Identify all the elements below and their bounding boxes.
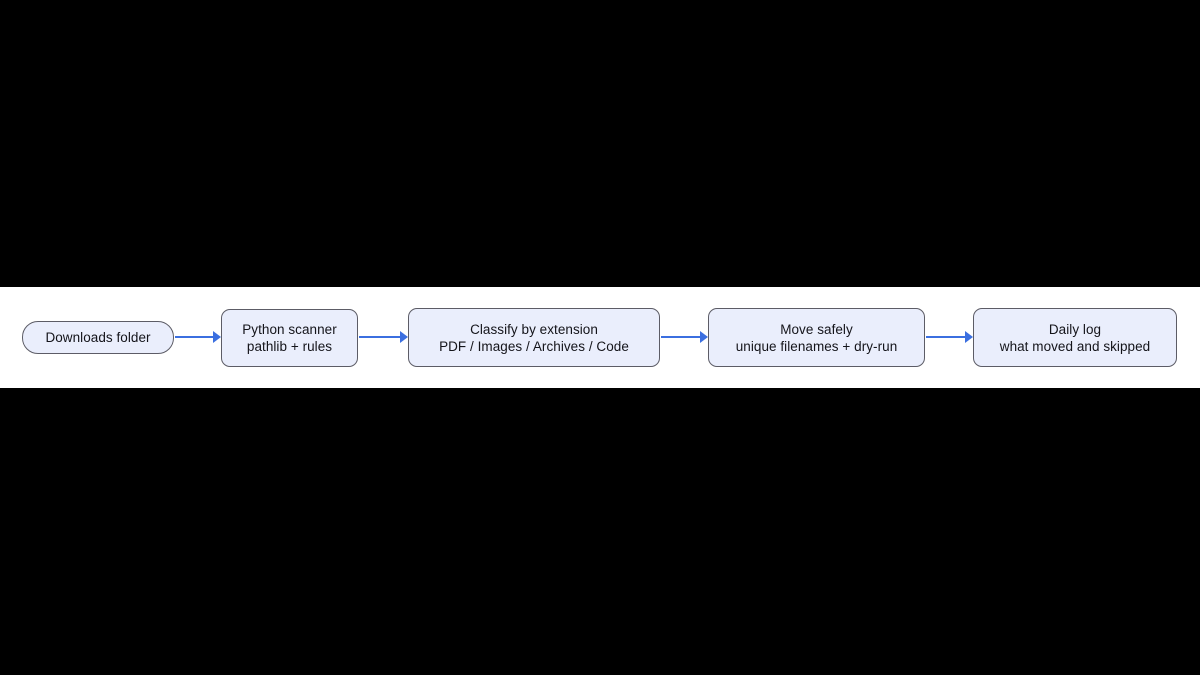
node-python-scanner-line2: pathlib + rules	[246, 339, 333, 354]
arrowhead-icon	[700, 331, 708, 343]
edge-shaft	[926, 336, 966, 338]
node-daily-log-line1: Daily log	[1048, 321, 1102, 337]
edge-classify-to-move	[661, 331, 708, 343]
node-move-safely-line2: unique filenames + dry-run	[735, 338, 898, 354]
node-daily-log[interactable]: Daily log what moved and skipped	[973, 308, 1177, 367]
arrowhead-icon	[213, 331, 221, 343]
node-move-safely-line1: Move safely	[780, 321, 853, 337]
node-python-scanner[interactable]: Python scanner pathlib + rules	[221, 309, 358, 367]
arrowhead-icon	[400, 331, 408, 343]
node-daily-log-line2: what moved and skipped	[999, 338, 1151, 354]
edge-source-to-scanner	[175, 331, 221, 343]
node-python-scanner-line1: Python scanner	[242, 322, 337, 337]
edge-move-to-log	[926, 331, 973, 343]
edge-shaft	[661, 336, 701, 338]
node-classify-by-extension-line1: Classify by extension	[470, 321, 598, 337]
edge-shaft	[359, 336, 401, 338]
node-classify-by-extension-line2: PDF / Images / Archives / Code	[439, 338, 629, 354]
edge-scanner-to-classify	[359, 331, 408, 343]
flowchart: Downloads folder Python scanner pathlib …	[0, 287, 1200, 388]
arrowhead-icon	[965, 331, 973, 343]
node-downloads-folder[interactable]: Downloads folder	[22, 321, 174, 354]
edge-shaft	[175, 336, 214, 338]
node-classify-by-extension[interactable]: Classify by extension PDF / Images / Arc…	[408, 308, 660, 367]
node-move-safely[interactable]: Move safely unique filenames + dry-run	[708, 308, 925, 367]
node-downloads-folder-line1: Downloads folder	[45, 330, 151, 345]
